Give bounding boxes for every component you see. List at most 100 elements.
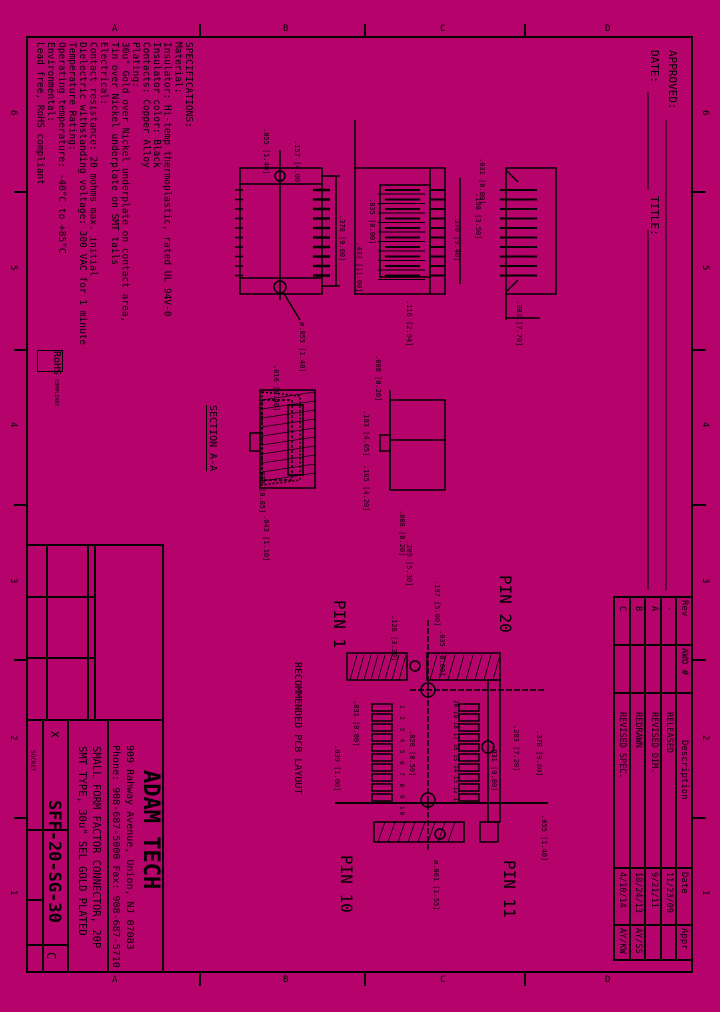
zone-number-6: 6 bbox=[8, 110, 18, 116]
hatching bbox=[261, 391, 501, 843]
dimension-label: .126 [3.20] bbox=[390, 615, 398, 662]
dimension-label: .433 [11.00] bbox=[355, 242, 363, 293]
contact-pin bbox=[261, 454, 316, 464]
dimension-label: .043 [1.10] bbox=[262, 515, 270, 562]
zone-letter-b: B bbox=[283, 24, 289, 34]
header-lines bbox=[647, 92, 667, 590]
contact-pin bbox=[387, 821, 396, 843]
spec-line: 30u" Gold over Nickel underplate on cont… bbox=[119, 42, 131, 323]
rev-cell-rev: B bbox=[633, 606, 643, 612]
spec-line: Operating temperature: -40°C to +85°C bbox=[55, 42, 67, 254]
dimension-label: .031 [0.80] bbox=[478, 158, 486, 205]
side-view bbox=[505, 167, 557, 320]
pcb-pad bbox=[458, 703, 480, 712]
zone-number-4-right: 4 bbox=[700, 422, 710, 428]
dimension-label: ø.055 [1.40] bbox=[298, 322, 306, 373]
spec-line: Insulator: Hi-temp thermoplastic, rated … bbox=[161, 42, 173, 317]
zone-number-1-right: 1 bbox=[700, 890, 710, 896]
contact-pin bbox=[429, 654, 438, 681]
pin-20-label: PIN 20 bbox=[496, 575, 515, 633]
title-label: TITLE: bbox=[648, 196, 661, 236]
pad-numbers-top: 20 19 18 17 16 15 14 13 12 11 bbox=[452, 700, 459, 805]
dimension-label: .157 [4.00] bbox=[293, 140, 301, 187]
dimension-label: .183 [4.65] bbox=[362, 410, 370, 457]
rohs-badge-line1: RoHS bbox=[51, 351, 62, 376]
contact-pin bbox=[356, 654, 365, 681]
zone-number-6-right: 6 bbox=[700, 110, 710, 116]
dimension-label: .020 [0.50] bbox=[408, 730, 416, 777]
pcb-pad bbox=[371, 753, 393, 762]
specification-lines: Material:Insulator: Hi-temp thermoplasti… bbox=[34, 42, 184, 352]
rev-header-appr: Appr bbox=[679, 928, 689, 950]
spec-line: Plating: bbox=[129, 42, 141, 88]
dimension-label: .378 [9.60] bbox=[338, 215, 346, 262]
contact-pin bbox=[417, 821, 426, 843]
contact-pin bbox=[261, 400, 316, 410]
contact-pin bbox=[474, 654, 483, 681]
pcb-pads bbox=[371, 703, 480, 802]
scale-note: SOCKET bbox=[29, 750, 36, 772]
rev-cell-rev: - bbox=[664, 606, 674, 612]
contact-pin bbox=[465, 654, 474, 681]
dimension-label: .055 [1.40] bbox=[540, 815, 548, 862]
contact-pin bbox=[261, 463, 316, 473]
dimension-label: .008 [0.20] bbox=[374, 355, 382, 402]
pcb-pad bbox=[371, 713, 393, 722]
zone-number-1: 1 bbox=[8, 890, 18, 896]
company-address: 909 Rahway Avenue, Union, NJ 07083 bbox=[124, 745, 135, 950]
pcb-pad bbox=[458, 763, 480, 772]
contact-pin bbox=[363, 654, 372, 681]
spec-line: Insulator color: Black bbox=[151, 42, 163, 168]
pcb-pad bbox=[458, 753, 480, 762]
rev-header-awo: AWO # bbox=[679, 648, 689, 676]
rev-cell-appr: AY/SS bbox=[633, 928, 643, 954]
contact-pin bbox=[398, 654, 407, 681]
contact-pin bbox=[427, 821, 436, 843]
dimension-label: .031 [0.80] bbox=[490, 745, 498, 792]
contact-pin bbox=[447, 821, 456, 843]
contact-pin bbox=[391, 654, 400, 681]
pcb-pad bbox=[371, 733, 393, 742]
specifications-heading: SPECIFICATIONS: bbox=[182, 42, 194, 128]
title-line-1: SMALL FORM FACTOR CONNECTOR, 20P bbox=[90, 746, 102, 949]
date-label: DATE: bbox=[648, 50, 661, 84]
pcb-pad bbox=[371, 773, 393, 782]
rev-header-description: Description bbox=[679, 740, 689, 800]
zone-letter-c-bottom: C bbox=[440, 975, 446, 985]
company-name: ADAM TECH bbox=[138, 770, 163, 890]
dimension-label: .303 [7.70] bbox=[515, 300, 523, 347]
dimension-label: .116 [2.94] bbox=[405, 300, 413, 347]
rev-header-rev: Rev bbox=[679, 600, 689, 617]
rev-cell-rev: C bbox=[617, 606, 627, 612]
contact-pin bbox=[261, 418, 316, 428]
dimension-label: .008 [0.20] bbox=[398, 510, 406, 557]
contact-pin bbox=[492, 654, 501, 681]
rev-cell-rev: A bbox=[649, 606, 659, 612]
pin-10-label: PIN 10 bbox=[337, 855, 356, 913]
contact-pin bbox=[370, 654, 379, 681]
pcb-pad bbox=[458, 783, 480, 792]
rohs-badge-line2: COMPLIANT bbox=[53, 379, 59, 407]
zone-number-5: 5 bbox=[8, 265, 18, 271]
contact-pin bbox=[384, 654, 393, 681]
rev-cell-date: 10/24/13 bbox=[633, 872, 643, 913]
pad-numbers-bottom: 1 2 3 4 5 6 7 8 9 10 bbox=[398, 705, 405, 818]
dimension-label: .197 [5.00] bbox=[433, 580, 441, 627]
zone-number-2-right: 2 bbox=[700, 735, 710, 741]
connector-views bbox=[235, 120, 557, 850]
specifications-block: SPECIFICATIONS: Material:Insulator: Hi-t… bbox=[34, 42, 194, 352]
size-mark: X bbox=[48, 731, 61, 738]
contact-pin bbox=[437, 821, 446, 843]
spec-line: Contact resistance: 20 mohms max. initia… bbox=[87, 42, 99, 277]
zone-letter-a: A bbox=[112, 24, 118, 34]
rev-cell-appr: AY/KW bbox=[617, 928, 627, 954]
dimension-label: .035 [0.90] bbox=[368, 198, 376, 245]
spec-line: Lead free, RoHS compliant bbox=[34, 42, 46, 185]
approved-label: APPROVED: bbox=[666, 50, 679, 110]
contact-pin bbox=[349, 654, 358, 681]
pcb-pad bbox=[458, 793, 480, 802]
company-phone: Phone: 908-687-5000 Fax: 908-687-5710 bbox=[110, 745, 121, 968]
contact-pin bbox=[377, 654, 386, 681]
zone-number-3-right: 3 bbox=[700, 578, 710, 584]
